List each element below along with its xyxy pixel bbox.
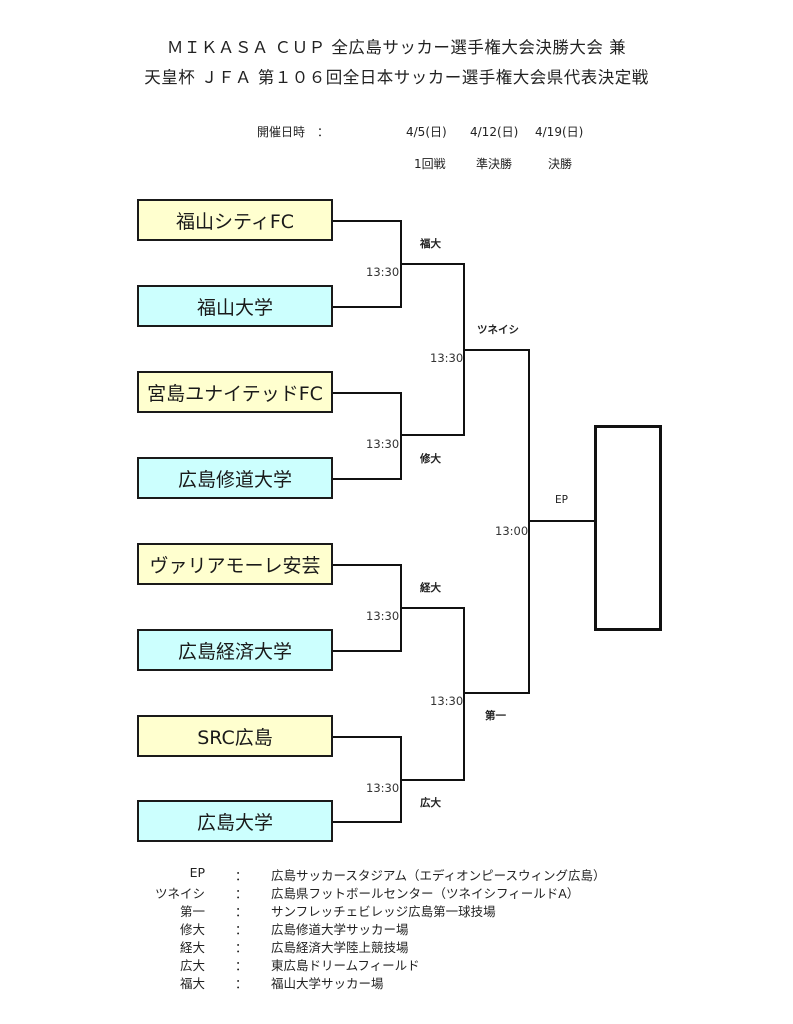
bracket-line <box>400 779 465 781</box>
legend-abbr: 第一 <box>179 904 205 919</box>
legend-full: 広島県フットボールセンター（ツネイシフィールドA） <box>271 886 580 901</box>
champion-box <box>594 425 662 631</box>
legend-colon: ： <box>235 940 248 955</box>
match-venue: 第一 <box>485 710 506 722</box>
team-box: 広島経済大学 <box>137 629 333 671</box>
legend-abbr: ツネイシ <box>154 886 205 901</box>
bracket-line <box>400 607 465 609</box>
bracket-line <box>333 821 402 823</box>
match-venue: 福大 <box>420 238 441 250</box>
legend-full: 広島修道大学サッカー場 <box>271 922 409 937</box>
match-time: 13:00 <box>495 524 529 538</box>
match-venue: EP <box>555 494 568 506</box>
match-time: 13:30 <box>430 351 464 365</box>
bracket-line <box>333 392 402 394</box>
legend-colon: ： <box>235 922 248 937</box>
legend-full: 福山大学サッカー場 <box>271 976 384 991</box>
team-box: 広島修道大学 <box>137 457 333 499</box>
bracket-line <box>463 349 530 351</box>
legend-abbr: 経大 <box>179 940 205 955</box>
match-venue: 広大 <box>420 797 441 809</box>
bracket-line <box>333 564 402 566</box>
date-final: 4/19(日) <box>535 125 584 139</box>
bracket-line <box>333 736 402 738</box>
legend-full: 東広島ドリームフィールド <box>271 958 420 973</box>
legend-full: 広島サッカースタジアム（エディオンピースウィング広島） <box>271 868 606 883</box>
legend-abbr: EP <box>189 865 205 880</box>
legend-colon: ： <box>235 958 248 973</box>
bracket-line <box>400 434 465 436</box>
team-box: 福山シティFC <box>137 199 333 241</box>
bracket-line <box>333 306 402 308</box>
round-label-final: 決勝 <box>548 157 573 171</box>
team-box: ヴァリアモーレ安芸 <box>137 543 333 585</box>
bracket-line <box>463 692 530 694</box>
match-time: 13:30 <box>366 265 400 279</box>
legend-colon: ： <box>235 886 248 901</box>
match-venue: 経大 <box>420 582 441 594</box>
team-box: 広島大学 <box>137 800 333 842</box>
legend-abbr: 広大 <box>179 958 205 973</box>
legend-abbr: 福大 <box>179 976 205 991</box>
team-box: SRC広島 <box>137 715 333 757</box>
legend-full: サンフレッチェビレッジ広島第一球技場 <box>271 904 496 919</box>
bracket-line <box>400 392 402 480</box>
legend-colon: ： <box>235 868 248 883</box>
round-label-semifinal: 準決勝 <box>476 157 513 171</box>
bracket-line <box>400 263 465 265</box>
match-time: 13:30 <box>366 437 400 451</box>
legend-full: 広島経済大学陸上競技場 <box>271 940 409 955</box>
date-semifinal: 4/12(日) <box>470 125 519 139</box>
match-time: 13:30 <box>366 609 400 623</box>
title-line-1: ＭＩＫＡＳＡ ＣＵＰ 全広島サッカー選手権大会決勝大会 兼 <box>166 38 627 57</box>
match-time: 13:30 <box>430 694 464 708</box>
match-time: 13:30 <box>366 781 400 795</box>
bracket-line <box>528 520 595 522</box>
schedule-label: 開催日時 ： <box>257 125 330 139</box>
bracket-line <box>333 220 402 222</box>
team-box: 福山大学 <box>137 285 333 327</box>
bracket-line <box>463 607 465 781</box>
bracket-line <box>333 650 402 652</box>
title-line-2: 天皇杯 ＪＦＡ 第１０６回全日本サッカー選手権大会県代表決定戦 <box>144 68 649 87</box>
date-round1: 4/5(日) <box>406 125 447 139</box>
team-box: 宮島ユナイテッドFC <box>137 371 333 413</box>
match-venue: ツネイシ <box>477 324 519 336</box>
legend-colon: ： <box>235 976 248 991</box>
match-venue: 修大 <box>420 453 441 465</box>
round-label-1: 1回戦 <box>414 157 446 171</box>
legend-abbr: 修大 <box>179 922 205 937</box>
legend-colon: ： <box>235 904 248 919</box>
bracket-line <box>333 478 402 480</box>
